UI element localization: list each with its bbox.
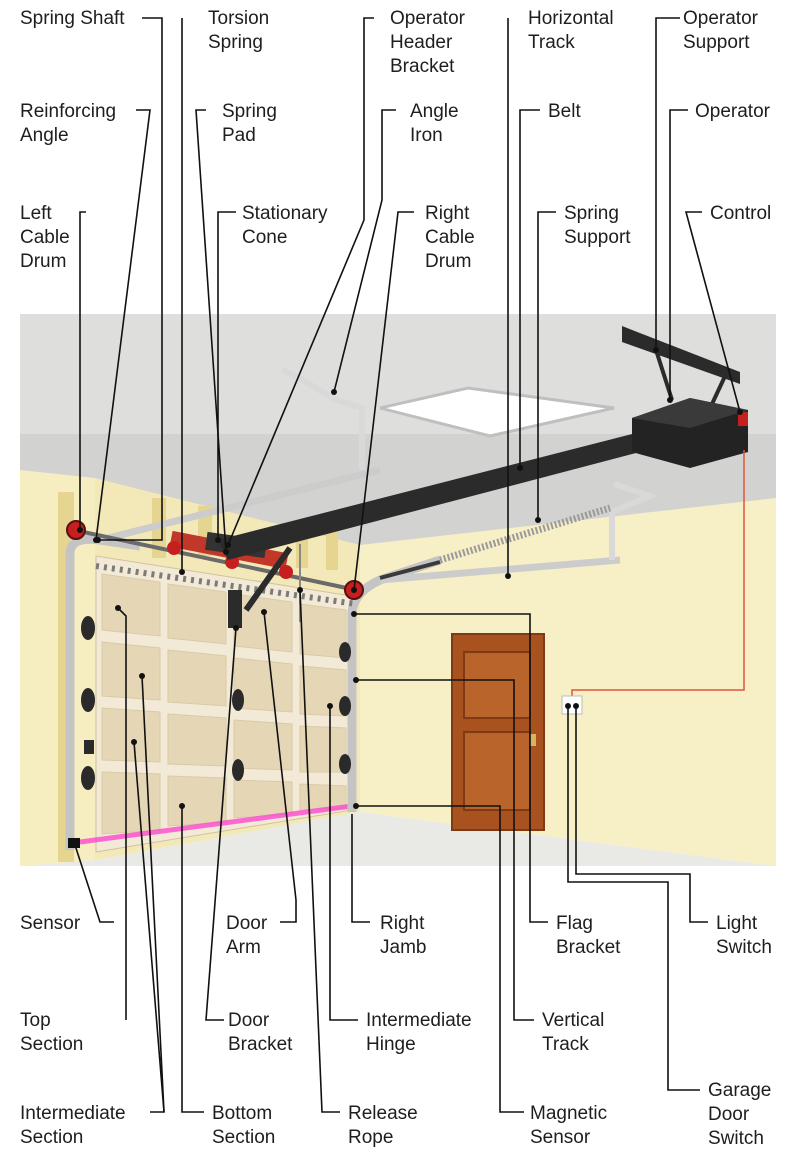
control-wire <box>571 450 745 700</box>
right-hinges <box>339 642 351 774</box>
door-bracket-part <box>228 590 242 628</box>
label-belt: Belt <box>548 101 581 122</box>
middle-hinges <box>232 689 244 781</box>
label-left-cable-drum: Left Cable Drum <box>20 203 75 272</box>
leader-lines <box>73 17 741 1113</box>
label-vertical-track: Vertical Track <box>542 1010 610 1055</box>
label-control: Control <box>710 203 771 224</box>
label-light-switch: Light Switch <box>716 913 772 958</box>
label-bottom-section: Bottom Section <box>212 1103 277 1148</box>
extension-spring <box>438 504 612 564</box>
label-flag-bracket: Flag Bracket <box>556 913 621 958</box>
operator-motor <box>632 398 748 468</box>
label-garage-door-switch: Garage Door Switch <box>708 1080 777 1149</box>
horizontal-track-left <box>99 466 381 544</box>
spring-cone-a <box>167 541 181 555</box>
label-sensor: Sensor <box>20 913 81 934</box>
labels: Spring Shaft Torsion Spring Operator Hea… <box>20 8 777 1149</box>
label-door-bracket: Door Bracket <box>228 1010 293 1055</box>
label-top-section: Top Section <box>20 1010 83 1055</box>
label-right-cable-drum: Right Cable Drum <box>425 203 480 272</box>
label-right-jamb: Right Jamb <box>380 913 430 958</box>
skylight <box>379 386 615 438</box>
left-wall <box>20 470 95 866</box>
horizontal-track-right <box>379 556 621 584</box>
illustration <box>20 314 776 866</box>
label-torsion-spring: Torsion Spring <box>208 8 275 53</box>
label-intermediate-hinge: Intermediate Hinge <box>366 1010 477 1055</box>
floor <box>20 812 776 866</box>
spring-support-part <box>609 481 659 560</box>
label-release-rope: Release Rope <box>348 1103 423 1148</box>
spring-cone-c <box>279 565 293 579</box>
label-spring-pad: Spring Pad <box>222 101 282 146</box>
label-door-arm: Door Arm <box>226 913 272 958</box>
reinforcing-angle-bar <box>95 563 357 607</box>
label-horizontal-track: Horizontal Track <box>528 8 619 53</box>
operator-rail <box>218 432 640 560</box>
label-operator-header-bracket: Operator Header Bracket <box>390 8 470 77</box>
wall-switch-plate <box>561 695 583 715</box>
label-stationary-cone: Stationary Cone <box>242 203 333 248</box>
interior-door <box>451 633 545 831</box>
label-operator: Operator <box>695 101 771 122</box>
spring-cable <box>379 560 441 580</box>
label-angle-iron: Angle Iron <box>410 101 464 146</box>
angle-iron-part <box>280 367 365 470</box>
label-spring-shaft: Spring Shaft <box>20 8 125 29</box>
left-hinges <box>81 616 95 790</box>
label-intermediate-section: Intermediate Section <box>20 1103 131 1148</box>
door-panels <box>101 573 347 835</box>
label-spring-support: Spring Support <box>564 203 631 248</box>
label-operator-support: Operator Support <box>683 8 763 53</box>
label-reinforcing-angle: Reinforcing Angle <box>20 101 121 146</box>
leader-dots <box>77 347 743 809</box>
door-arm-part <box>243 546 293 612</box>
operator-support-bar <box>622 326 740 384</box>
label-magnetic-sensor: Magnetic Sensor <box>530 1103 612 1148</box>
